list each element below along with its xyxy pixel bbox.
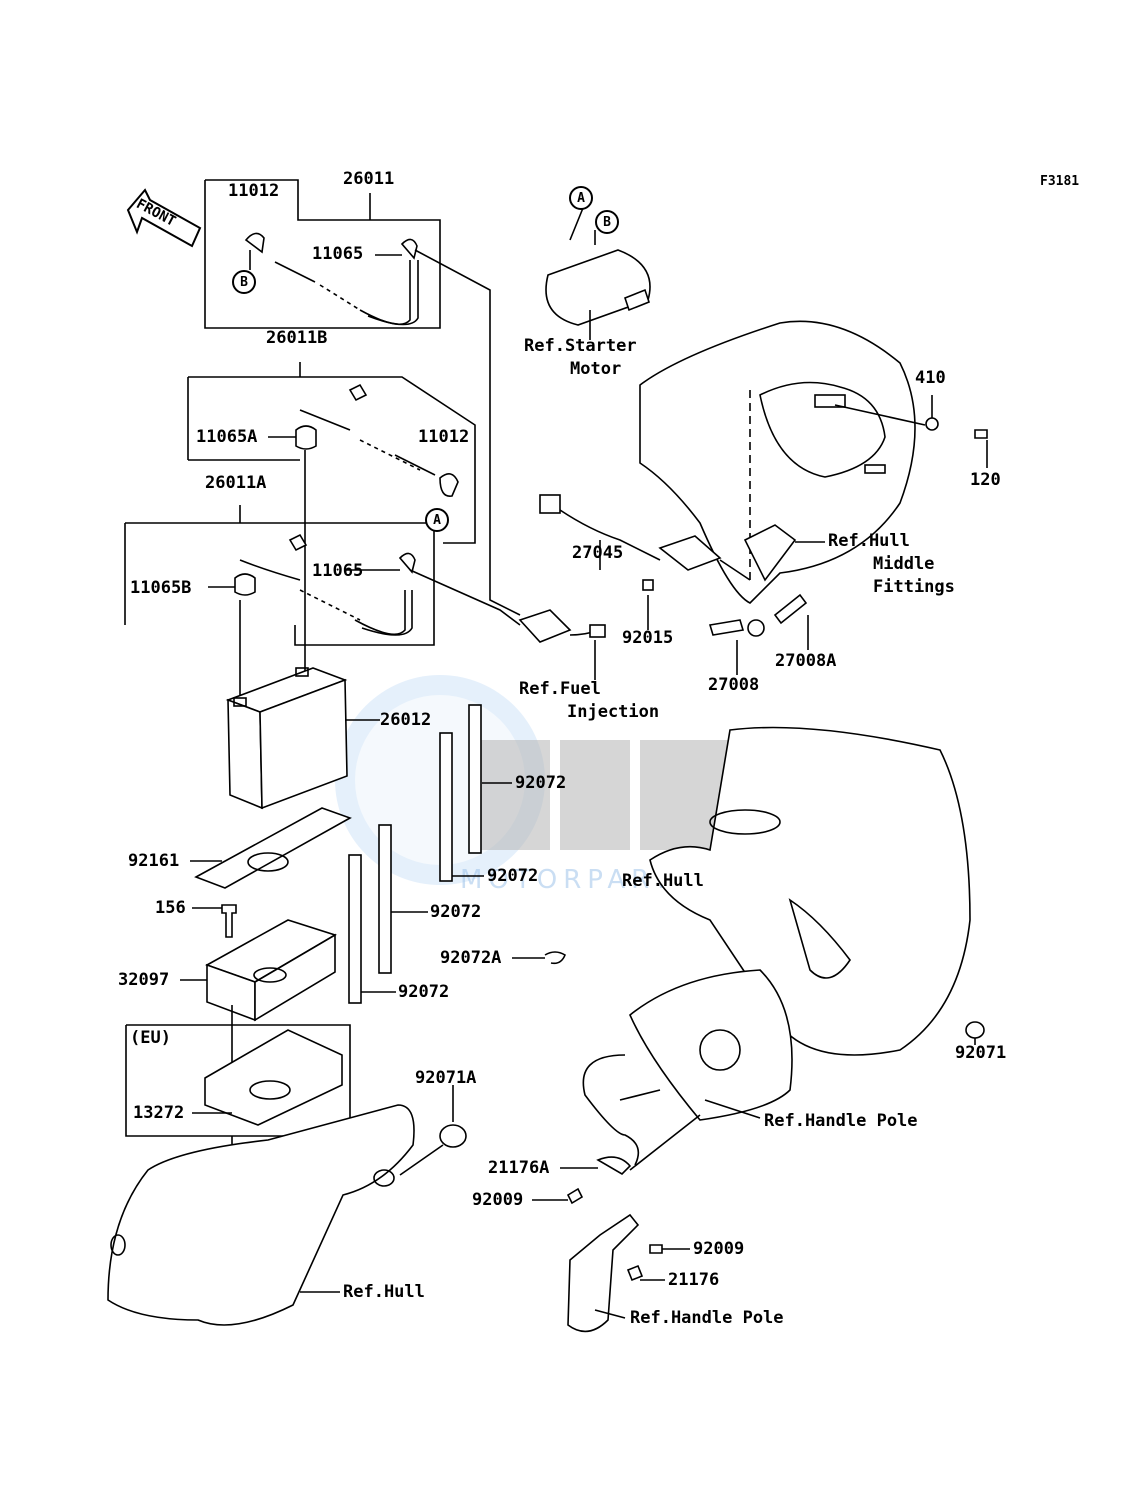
- label-27045: 27045: [572, 543, 624, 563]
- ref-hull-middle-line3: Fittings: [873, 577, 955, 597]
- ref-hull-middle-line1: Ref.Hull: [828, 531, 910, 551]
- label-11012-mid: 11012: [418, 427, 470, 447]
- label-92009-a: 92009: [472, 1190, 524, 1210]
- marker-b-top: B: [595, 210, 619, 234]
- key-27008A: [773, 593, 808, 625]
- label-410: 410: [915, 368, 946, 388]
- label-92072-b: 92072: [487, 866, 539, 886]
- starter-motor: [545, 230, 651, 326]
- tray-92161: [194, 807, 352, 889]
- label-92072A: 92072A: [440, 948, 502, 968]
- hull-right: [649, 726, 971, 1056]
- label-120: 120: [970, 470, 1001, 490]
- strap-left: [348, 824, 392, 1004]
- ref-fuel-injection-line2: Injection: [567, 702, 660, 722]
- ref-handle-pole-lower: Ref.Handle Pole: [630, 1308, 784, 1328]
- label-92015: 92015: [622, 628, 674, 648]
- ref-handle-pole-upper: Ref.Handle Pole: [764, 1111, 918, 1131]
- label-92072-d: 92072: [398, 982, 450, 1002]
- label-13272: 13272: [133, 1103, 185, 1123]
- label-32097: 32097: [118, 970, 170, 990]
- label-92009-b: 92009: [693, 1239, 745, 1259]
- label-21176: 21176: [668, 1270, 720, 1290]
- marker-a-top: A: [569, 186, 593, 210]
- label-156: 156: [155, 898, 186, 918]
- label-26011B: 26011B: [266, 328, 328, 348]
- label-92071A: 92071A: [415, 1068, 477, 1088]
- marker-b-left: B: [232, 270, 256, 294]
- label-92072-c: 92072: [430, 902, 482, 922]
- bracket-26011: [204, 179, 441, 329]
- label-eu: (EU): [130, 1028, 171, 1048]
- label-21176A: 21176A: [488, 1158, 550, 1178]
- label-27008A: 27008A: [775, 651, 837, 671]
- ref-hull-right: Ref.Hull: [622, 871, 704, 891]
- key-27008: [708, 619, 745, 636]
- ref-hull-bottom: Ref.Hull: [343, 1282, 425, 1302]
- front-arrow: [126, 188, 202, 248]
- battery-case-32097: [205, 919, 337, 1022]
- fuel-injection-relay: [518, 609, 572, 643]
- label-11065A: 11065A: [196, 427, 258, 447]
- label-11065-mid: 11065: [312, 561, 364, 581]
- label-27008: 27008: [708, 675, 760, 695]
- strap-right: [439, 704, 482, 882]
- label-26011: 26011: [343, 169, 395, 189]
- label-11012-top: 11012: [228, 181, 280, 201]
- hull-bottom: [107, 1104, 415, 1326]
- figure-code: F3181: [1040, 174, 1080, 189]
- ref-fuel-injection-line1: Ref.Fuel: [519, 679, 601, 699]
- ref-hull-middle-line2: Middle: [873, 554, 935, 574]
- handle-pole-lower: [567, 1213, 640, 1333]
- bracket-26011B: [188, 376, 476, 544]
- label-26012: 26012: [380, 710, 432, 730]
- label-11065B: 11065B: [130, 578, 192, 598]
- label-92072-a: 92072: [515, 773, 567, 793]
- bracket-26011A: [125, 522, 435, 646]
- label-92161: 92161: [128, 851, 180, 871]
- label-26011A: 26011A: [205, 473, 267, 493]
- battery: [225, 667, 348, 810]
- cover-13272: [204, 1029, 343, 1126]
- label-92071: 92071: [955, 1043, 1007, 1063]
- label-11065-top: 11065: [312, 244, 364, 264]
- ref-starter-motor-line2: Motor: [570, 359, 622, 379]
- marker-a-mid: A: [425, 508, 449, 532]
- ref-starter-motor-line1: Ref.Starter: [524, 336, 637, 356]
